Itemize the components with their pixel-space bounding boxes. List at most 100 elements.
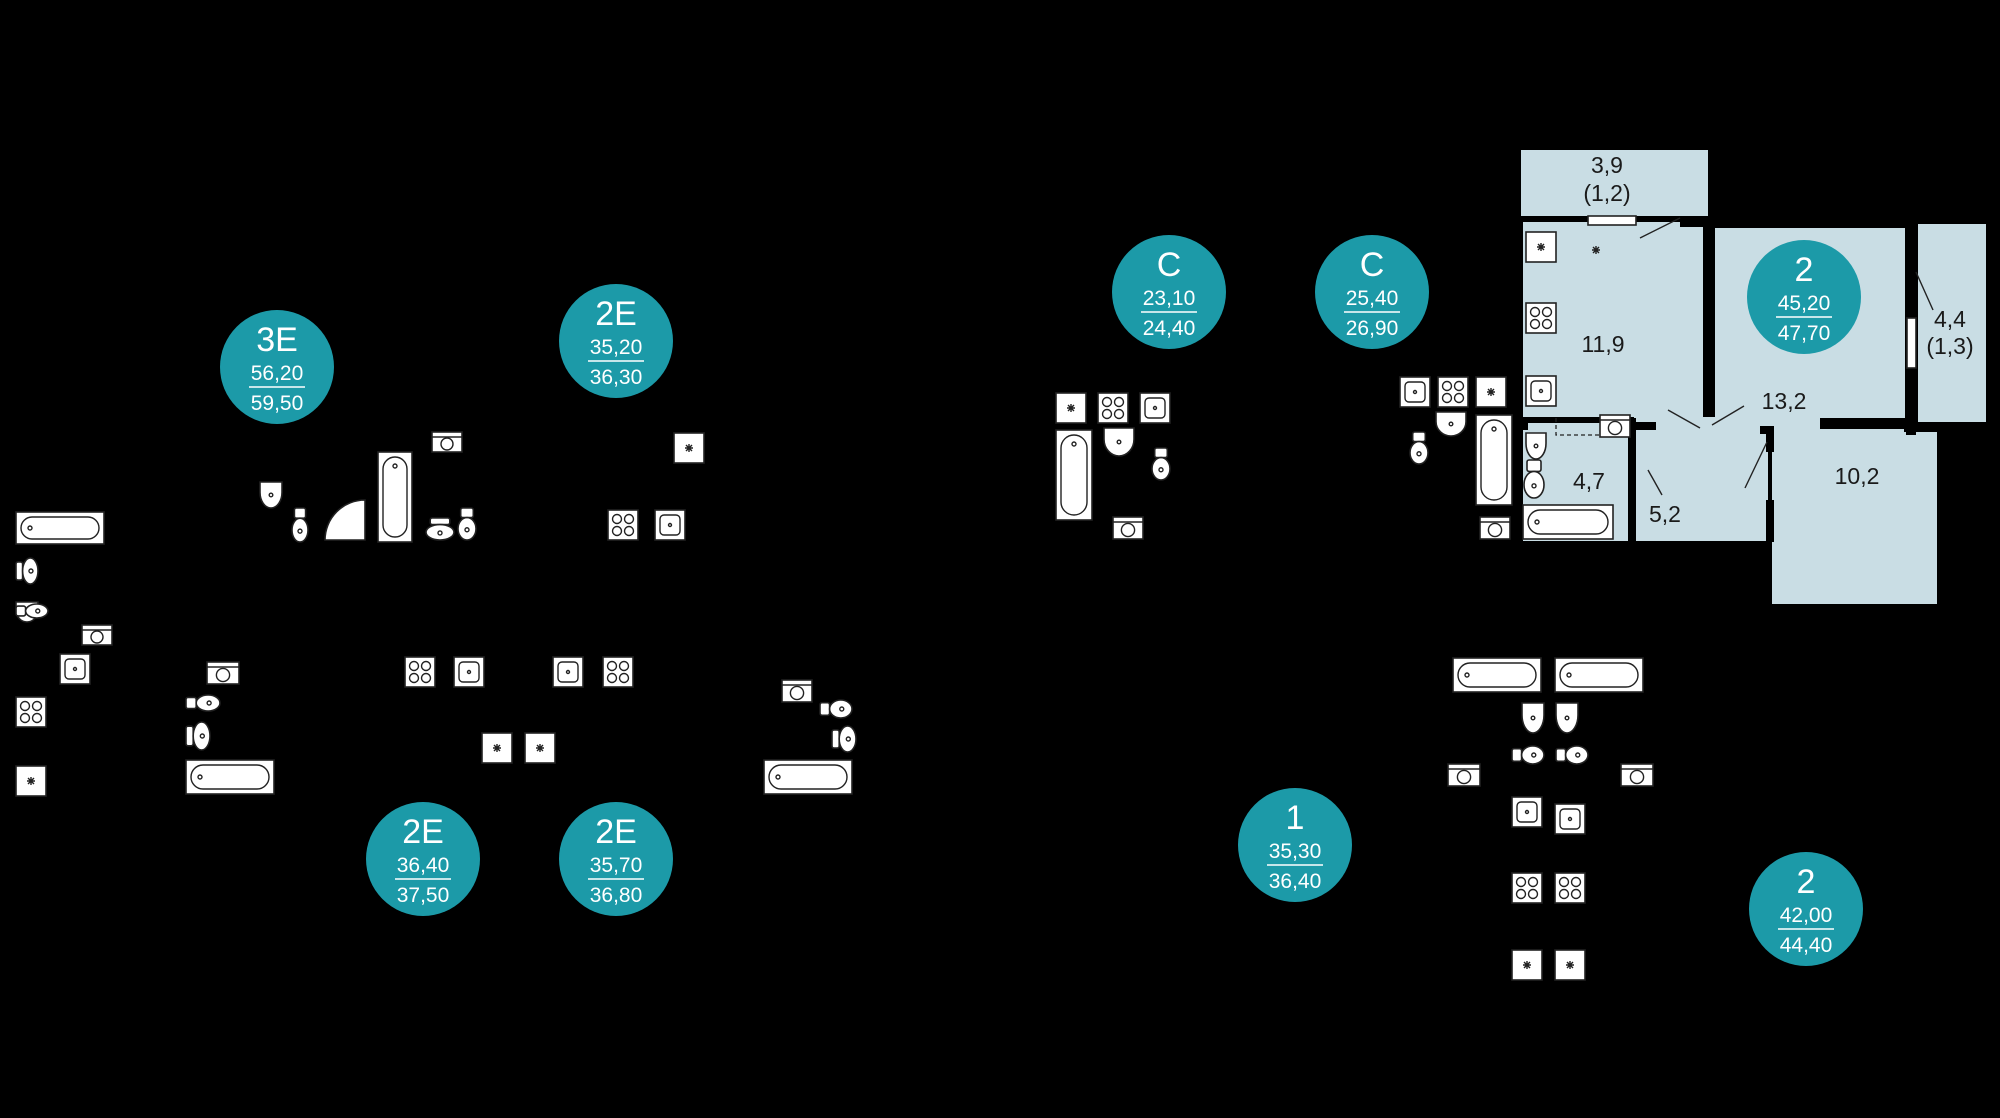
wall — [1628, 418, 1636, 544]
toilet-icon — [15, 557, 39, 585]
washing-machine-icon — [81, 624, 113, 646]
ventilation-icon — [673, 432, 705, 464]
toilet-icon — [457, 507, 477, 541]
badge-area-total: 35,30 — [1269, 840, 1322, 863]
badge-area-total: 56,20 — [251, 362, 304, 385]
bathtub-icon — [377, 451, 413, 543]
badge-area-with-balcony: 36,40 — [1269, 870, 1322, 893]
door-swing — [1667, 409, 1701, 429]
wall — [1705, 218, 1715, 343]
wall — [1906, 365, 1916, 435]
sink-icon — [552, 656, 584, 688]
badge-area-total: 42,00 — [1780, 904, 1833, 927]
bathtub-icon — [1522, 504, 1614, 540]
badge-area-total: 35,20 — [590, 336, 643, 359]
toilet-icon — [291, 507, 309, 543]
badge-area-with-balcony: 36,30 — [590, 366, 643, 389]
sink-icon — [654, 509, 686, 541]
toilet-icon — [425, 517, 455, 541]
room-sub-balcony-right: (1,3) — [1926, 333, 1973, 359]
badge-circle — [1747, 240, 1861, 354]
sink-icon — [259, 481, 283, 509]
stove-icon — [607, 509, 639, 541]
badge-area-total: 35,70 — [590, 854, 643, 877]
washing-machine-icon — [1599, 414, 1631, 438]
ventilation-icon — [524, 732, 556, 764]
badge-area-total: 25,40 — [1346, 287, 1399, 310]
sink-icon — [1521, 702, 1545, 734]
sink-icon — [1555, 702, 1579, 734]
room-area-bedroom: 10,2 — [1835, 463, 1880, 489]
toilet-icon — [185, 694, 221, 712]
ventilation-icon — [1055, 392, 1087, 424]
washing-machine-icon — [1620, 763, 1654, 787]
badge-area-with-balcony: 37,50 — [397, 884, 450, 907]
badge-circle — [1749, 852, 1863, 966]
room-area-living: 13,2 — [1762, 388, 1807, 414]
badge-type-label: 2 — [1795, 251, 1814, 289]
badge-type-label: 2 — [1797, 863, 1816, 901]
toilet-icon — [15, 603, 49, 619]
badge-circle — [220, 310, 334, 424]
badge-area-with-balcony: 24,40 — [1143, 317, 1196, 340]
room-sub-balcony-top: (1,2) — [1583, 180, 1630, 206]
toilet-icon — [1151, 447, 1171, 481]
sink-icon — [1554, 803, 1586, 835]
bathtub-icon — [1452, 657, 1542, 693]
stove-icon — [404, 656, 436, 688]
bathtub-icon — [15, 511, 105, 545]
sink-icon — [1103, 427, 1135, 457]
ventilation-icon — [1525, 231, 1557, 263]
door-swing — [1744, 441, 1768, 489]
stove-icon — [1554, 872, 1586, 904]
ventilation-icon — [481, 732, 513, 764]
bathtub-icon — [1475, 414, 1513, 506]
stove-icon — [1525, 302, 1557, 334]
fixtures-layer — [15, 231, 1654, 981]
apartment-badge-c-b[interactable]: С 25,40 26,90 — [1315, 235, 1429, 349]
balcony-top-room — [1521, 150, 1708, 216]
balcony-door — [1587, 215, 1637, 226]
washing-machine-icon — [431, 431, 463, 453]
apartment-badge-2-b[interactable]: 2 42,00 44,40 — [1749, 852, 1863, 966]
badge-type-label: 1 — [1286, 799, 1305, 837]
stove-icon — [1511, 872, 1543, 904]
bathtub-icon — [185, 759, 275, 795]
shower-icon — [324, 499, 366, 541]
sink-icon — [1525, 432, 1547, 460]
room-area-kitchen: 11,9 — [1581, 331, 1624, 357]
apartment-badge-1[interactable]: 1 35,30 36,40 — [1238, 788, 1352, 902]
wall — [1906, 222, 1916, 274]
wall — [1520, 418, 1528, 430]
badge-type-label: С — [1360, 246, 1385, 284]
washing-machine-icon — [1479, 516, 1511, 540]
badge-area-total: 23,10 — [1143, 287, 1196, 310]
wall — [1634, 422, 1656, 430]
badge-type-label: 3E — [256, 321, 298, 359]
toilet-icon — [819, 699, 853, 719]
bathtub-icon — [1055, 429, 1093, 521]
badge-area-with-balcony: 44,40 — [1780, 934, 1833, 957]
badge-circle — [1112, 235, 1226, 349]
sink-icon — [1435, 411, 1467, 437]
door-swing — [1639, 217, 1681, 239]
toilet-icon — [831, 725, 857, 753]
bathtub-icon — [1554, 657, 1644, 693]
badge-circle — [1238, 788, 1352, 902]
badge-area-with-balcony: 26,90 — [1346, 317, 1399, 340]
hall-room — [1634, 423, 1768, 541]
stove-icon — [1097, 392, 1129, 424]
washing-machine-icon — [206, 661, 240, 685]
washing-machine-icon — [1447, 763, 1481, 787]
ventilation-icon — [1554, 949, 1586, 981]
toilet-icon — [1523, 459, 1545, 499]
bedroom-room — [1772, 432, 1937, 604]
room-area-balcony-top: 3,9 — [1591, 152, 1623, 178]
stove-icon — [15, 696, 47, 728]
